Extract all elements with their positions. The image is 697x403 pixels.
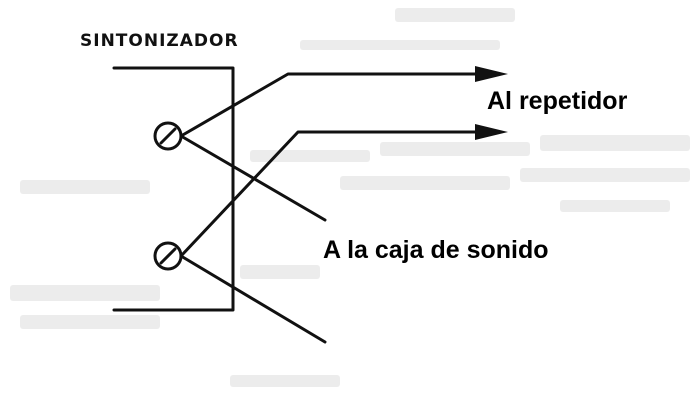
tuner-label: SINTONIZADOR — [80, 31, 239, 51]
repeater-output-label: Al repetidor — [487, 87, 628, 115]
upper-terminal-slot — [159, 127, 177, 145]
repeater-wire-2 — [179, 130, 480, 258]
tuner-box-outline — [112, 66, 235, 312]
repeater-arrowhead-1 — [475, 66, 508, 82]
repeater-wire-1 — [179, 72, 480, 138]
soundbox-wire-1 — [179, 134, 327, 222]
soundbox-wire-2 — [179, 254, 327, 344]
repeater-arrowhead-2 — [475, 124, 508, 140]
lower-terminal-slot — [159, 247, 177, 265]
soundbox-output-label: A la caja de sonido — [323, 236, 553, 265]
